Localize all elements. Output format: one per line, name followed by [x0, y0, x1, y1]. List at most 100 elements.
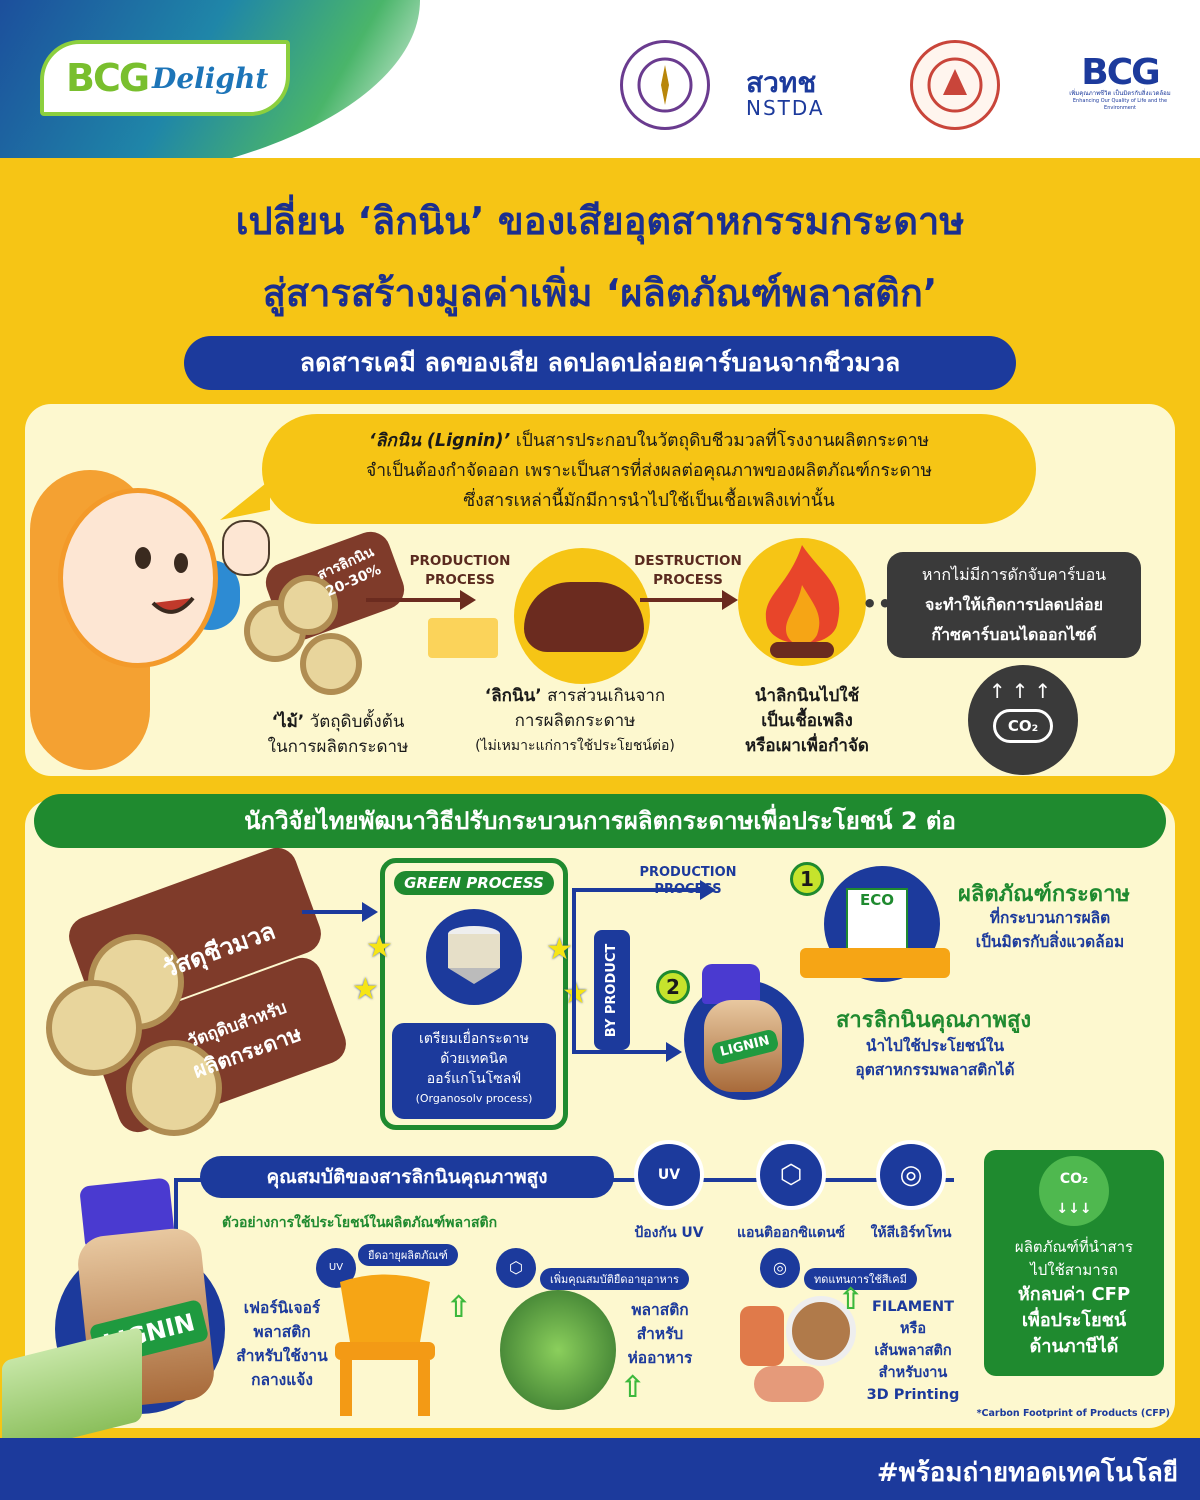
production-process-label-2: PRODUCTION PROCESS [639, 865, 737, 897]
co2-emission-icon: ↑↑↑ CO₂ [968, 665, 1078, 775]
speech-bubble: ‘ลิกนิน (Lignin)’ เป็นสารประกอบในวัตถุดิ… [262, 414, 1036, 524]
bcg-logo-text: BCG [1081, 52, 1160, 93]
printed-part-icon [754, 1366, 824, 1402]
organosolv-line4: (Organosolv process) [415, 1092, 533, 1105]
example3-text: FILAMENT หรือ เส้นพลาสติก สำหรับงาน 3D P… [858, 1296, 968, 1406]
lignin-desc-line2: อุตสาหกรรมพลาสติกได้ [855, 1061, 1015, 1079]
cfp-co2-label: CO₂ [1059, 1171, 1089, 1187]
destruction-arrow [640, 590, 738, 610]
example2-tag: เพิ่มคุณสมบัติยืดอายุอาหาร [540, 1268, 689, 1290]
lignin-caption-text: สารส่วนเกินจาก [541, 686, 666, 706]
uv-icon-label: UV [657, 1167, 681, 1183]
bubble-line-1: เป็นสารประกอบในวัตถุดิบชีวมวลที่โรงงานผล… [510, 431, 930, 451]
cfp-footnote: *Carbon Footprint of Products (CFP) [976, 1408, 1170, 1419]
lignin-product-title: สารลิกนินคุณภาพสูง [836, 1008, 1032, 1033]
cfp-box: CO₂ ↓↓↓ ผลิตภัณฑ์ที่นำสาร ไปใช้สามารถ หั… [984, 1150, 1164, 1376]
number-badge-2: 2 [656, 970, 690, 1004]
up-arrow-icon: ⇧ [446, 1290, 472, 1325]
ex3-line5: 3D Printing [866, 1387, 960, 1403]
fuel-caption: นำลิกนินไปใช้ เป็นเชื้อเพลิง หรือเผาเพื่… [712, 684, 902, 759]
cfp-line1: ผลิตภัณฑ์ที่นำสาร [1014, 1238, 1134, 1256]
bcg-tagline: เพิ่มคุณภาพชีวิต เป็นมิตรกับสิ่งแวดล้อม [1069, 90, 1171, 97]
example1-text: เฟอร์นิเจอร์ พลาสติก สำหรับใช้งาน กลางแจ… [222, 1296, 342, 1392]
star-icon: ★ [546, 932, 573, 967]
bubble-line-3: ซึ่งสารเหล่านี้มักมีการนำไปใช้เป็นเชื้อเ… [463, 491, 835, 511]
byproduct-arrow [572, 1042, 682, 1062]
branch-line [572, 912, 576, 1052]
title-line-1: เปลี่ยน ‘ลิกนิน’ ของเสียอุตสาหกรรมกระดาษ [235, 199, 965, 243]
lignin-caption-line3: (ไม่เหมาะแก่การใช้ประโยชน์ต่อ) [475, 738, 675, 754]
bubble-tail [220, 480, 270, 520]
wood-log-end-3 [300, 633, 362, 695]
3d-print-objects-icon [740, 1296, 860, 1406]
lignin-caption: ‘ลิกนิน’ สารส่วนเกินจาก การผลิตกระดาษ (ไ… [440, 684, 710, 759]
fuel-caption-line1: นำลิกนินไปใช้ [754, 686, 860, 706]
girl-hand [222, 520, 270, 576]
paper-desc-line1: ที่กระบวนการผลิต [989, 909, 1111, 927]
co2-cloud-label: CO₂ [993, 709, 1053, 743]
wood-log-end-2 [278, 575, 338, 635]
logo-script: Delight [152, 61, 269, 95]
nstda-logo: สวทช NSTDA [746, 66, 876, 121]
reactor-icon [426, 909, 522, 1005]
ex1-line4: กลางแจ้ง [251, 1371, 313, 1389]
bcg-tagline-en: Enhancing Our Quality of Life and the En… [1072, 98, 1168, 111]
vase-icon [740, 1306, 784, 1366]
wood-caption-line2: ในการผลิตกระดาษ [267, 737, 409, 757]
ex3-line1: FILAMENT [871, 1299, 955, 1315]
logo-brand: BCG [66, 56, 150, 100]
example3-tag: ทดแทนการใช้สีเคมี [804, 1268, 917, 1290]
paper-product-title: ผลิตภัณฑ์กระดาษ [958, 882, 1130, 907]
nstda-thai: สวทช [746, 66, 817, 99]
title-line-2: สู่สารสร้างมูลค่าเพิ่ม ‘ผลิตภัณฑ์พลาสติก… [262, 271, 938, 315]
number-badge-1: 1 [790, 862, 824, 896]
subtitle-pill: ลดสารเคมี ลดของเสีย ลดปลดปล่อยคาร์บอนจาก… [184, 336, 1016, 390]
ex3-line3: เส้นพลาสติก [874, 1343, 952, 1359]
footer-hashtag: #พร้อมถ่ายทอดเทคโนโลยี [876, 1458, 1178, 1488]
warning-line3: ก๊าซคาร์บอนไดออกไซด์ [931, 625, 1097, 644]
lignin-caption-line2: การผลิตกระดาษ [514, 711, 636, 731]
fuel-caption-line2: เป็นเชื้อเพลิง [761, 711, 853, 731]
cfp-line5: ด้านภาษีได้ [1029, 1336, 1119, 1357]
cfp-line2: ไปใช้สามารถ [1030, 1261, 1118, 1279]
biomass-log-end-2 [46, 980, 142, 1076]
prop-color-label: ให้สีเอิร์ทโทน [870, 1225, 952, 1241]
properties-subtitle: ตัวอย่างการใช้ประโยชน์ในผลิตภัณฑ์พลาสติก [222, 1215, 498, 1231]
university-seal-logo [910, 40, 1000, 130]
properties-title: คุณสมบัติของสารลิกนินคุณภาพสูง [200, 1156, 614, 1198]
lignin-pile-icon [524, 582, 644, 652]
antioxidant-icon: ⬡ [756, 1140, 826, 1210]
cfp-line3: หักลบค่า CFP [1017, 1284, 1131, 1305]
prop-antioxidant-label: แอนติออกซิแดนซ์ [736, 1225, 846, 1241]
biomass-log-end-3 [126, 1040, 222, 1136]
nstda-en: NSTDA [746, 96, 825, 120]
lignin-caption-bold: ‘ลิกนิน’ [484, 686, 542, 706]
wood-caption-bold: ‘ไม้’ [271, 712, 305, 732]
byproduct-label: BY PRODUCT [604, 943, 620, 1037]
lignin-desc-line1: นำไปใช้ประโยชน์ใน [865, 1037, 1005, 1055]
production-arrow-2 [572, 880, 716, 900]
bcg-logo: BCG เพิ่มคุณภาพชีวิต เป็นมิตรกับสิ่งแวดล… [1060, 52, 1180, 112]
ministry-seal-logo [620, 40, 710, 130]
ex2-line2: สำหรับ [636, 1325, 684, 1343]
organosolv-line3: ออร์แกโนโซลฟ์ [426, 1071, 522, 1087]
antioxidant-small-icon: ⬡ [496, 1248, 536, 1288]
star-icon: ★ [366, 930, 393, 965]
production-arrow [366, 590, 476, 610]
up-arrow-icon: ⇧ [838, 1282, 864, 1317]
bcg-delight-logo: BCG Delight [40, 40, 290, 116]
ex3-line2: หรือ [899, 1321, 927, 1337]
eco-paper-icon: ECO [846, 888, 908, 950]
wood-caption-text: วัตถุดิบตั้งต้น [304, 712, 405, 732]
warning-line2: จะทำให้เกิดการปลดปล่อย [925, 595, 1103, 614]
cfp-line4: เพื่อประโยชน์ [1021, 1310, 1127, 1331]
filament-spool-icon [786, 1296, 856, 1366]
co2-down-icon: CO₂ ↓↓↓ [1039, 1156, 1109, 1226]
wood-caption: ‘ไม้’ วัตถุดิบตั้งต้น ในการผลิตกระดาษ [238, 710, 438, 760]
color-wheel-icon: ◎ [876, 1140, 946, 1210]
up-arrows-icon: ↑↑↑ [988, 679, 1058, 703]
carbon-warning-box: หากไม่มีการดักจับคาร์บอน จะทำให้เกิดการป… [887, 552, 1141, 658]
bubble-title: ‘ลิกนิน (Lignin)’ [368, 431, 511, 451]
to-green-arrow [302, 902, 378, 922]
ex1-line2: พลาสติก [253, 1323, 311, 1341]
